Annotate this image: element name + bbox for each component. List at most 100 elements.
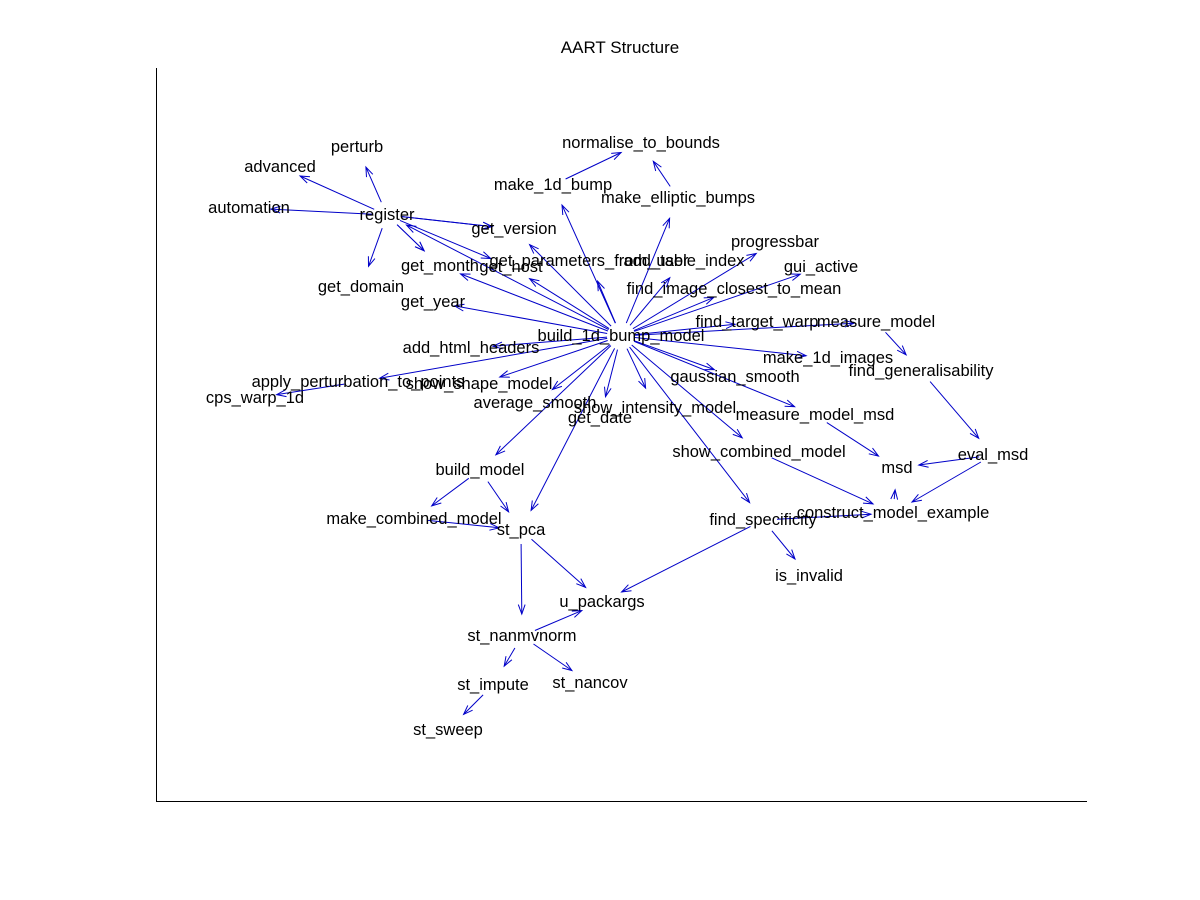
edge-build-model-to-st-pca (487, 481, 510, 514)
edge-arrowhead (298, 175, 311, 184)
edge-line (552, 344, 611, 390)
edge-build-1d-bump-model-to-find-image-closest-to-mean (633, 296, 716, 332)
edge-line (406, 224, 609, 331)
edge-st-impute-to-st-sweep (462, 694, 484, 716)
edge-arrowhead (414, 241, 426, 252)
edge-line (626, 348, 647, 389)
node-label-get-domain: get_domain (318, 278, 404, 296)
edge-st-pca-to-u-packargs (531, 538, 587, 589)
edge-line (454, 305, 608, 334)
node-label-get-month: get_month (401, 257, 479, 275)
edge-arrowhead (480, 251, 493, 260)
edge-register-to-get-host (399, 219, 493, 260)
edge-build-1d-bump-model-to-get-year (453, 303, 608, 334)
edge-line (621, 525, 751, 593)
edge-make-combined-model-to-st-pca (427, 519, 501, 531)
edge-line (487, 481, 510, 513)
edge-line (530, 348, 616, 511)
edge-arrowhead (405, 224, 417, 233)
edge-arrowhead (620, 584, 632, 593)
edge-line (531, 538, 586, 588)
node-label-construct-model-example: construct_model_example (797, 504, 990, 522)
edge-line (492, 336, 608, 347)
edge-arrowhead (844, 319, 856, 328)
edge-arrowhead (482, 221, 494, 230)
edge-build-1d-bump-model-to-show-intensity-model (626, 348, 647, 390)
edge-line (399, 219, 491, 259)
edge-line (463, 694, 484, 715)
edge-arrowhead (862, 496, 875, 505)
edge-line (499, 340, 608, 378)
node-label-automation: automation (208, 199, 290, 217)
node-label-make-elliptic-bumps: make_elliptic_bumps (601, 189, 755, 207)
edge-st-nanmvnorm-to-st-nancov (533, 643, 574, 672)
edge-arrowhead (703, 296, 716, 305)
edge-find-specificity-to-construct-model-example (776, 510, 873, 520)
node-label-st-pca: st_pca (497, 521, 546, 539)
edge-arrowhead (503, 656, 513, 668)
node-label-average-smooth: average_smooth (474, 394, 597, 412)
edge-line (771, 457, 874, 505)
edge-arrowhead (498, 370, 510, 378)
edge-line (299, 175, 375, 210)
edge-arrowhead (784, 399, 796, 408)
edge-build-1d-bump-model-to-build-model (494, 345, 612, 456)
edge-arrowhead (725, 321, 737, 330)
edge-arrowhead (786, 549, 796, 561)
edge-arrowhead (576, 578, 587, 589)
edge-find-specificity-to-is-invalid (771, 530, 796, 561)
edge-line (529, 244, 612, 327)
edge-st-nanmvnorm-to-st-impute (503, 647, 516, 668)
edge-line (918, 456, 980, 466)
edge-register-to-automation (269, 205, 374, 215)
edge-build-1d-bump-model-to-get-month (459, 273, 609, 332)
edge-line (776, 513, 872, 520)
node-label-u-packargs: u_packargs (559, 593, 644, 611)
node-label-st-nanmvnorm: st_nanmvnorm (467, 627, 576, 645)
edge-register-to-get-version (400, 216, 494, 230)
edge-build-1d-bump-model-to-get-host (528, 277, 610, 330)
edge-line (561, 204, 616, 324)
edge-line (634, 337, 807, 357)
edge-line (911, 461, 982, 503)
edge-register-to-get-month (396, 224, 426, 252)
node-label-register: register (359, 206, 415, 224)
edge-build-1d-bump-model-to-show-combined-model (631, 344, 744, 439)
edge-arrowhead (868, 447, 880, 457)
edge-line (520, 543, 523, 615)
edge-apply-perturbation-to-points-to-cps-warp-1d (275, 383, 345, 398)
edge-arrowhead (861, 510, 873, 519)
edge-build-1d-bump-model-to-measure-model-msd (633, 340, 796, 408)
edge-build-1d-bump-model-to-make-1d-bump (561, 203, 616, 324)
edge-arrowhead (491, 341, 503, 350)
edge-arrowhead (704, 362, 716, 371)
edge-build-1d-bump-model-to-gaussian-smooth (634, 340, 716, 371)
node-label-advanced: advanced (244, 158, 316, 176)
edge-line (652, 161, 671, 187)
edge-line (929, 381, 980, 439)
edge-arrowhead (378, 372, 390, 381)
edge-arrowhead (269, 205, 281, 214)
node-label-st-nancov: st_nancov (552, 674, 628, 692)
edge-arrowhead (551, 380, 563, 391)
edge-register-to-get-domain (367, 228, 383, 268)
edge-arrowhead (517, 604, 526, 616)
edge-arrowhead (896, 345, 908, 356)
edge-line (631, 344, 743, 439)
axes (156, 68, 1087, 802)
edge-build-1d-bump-model-to-make-elliptic-bumps (625, 216, 671, 324)
edge-line (460, 273, 609, 332)
node-label-msd: msd (881, 459, 912, 477)
edge-build-1d-bump-model-to-apply-perturbation-to-points (378, 337, 608, 381)
edge-line (634, 340, 715, 371)
edge-build-1d-bump-model-to-get-version (528, 243, 612, 327)
edge-arrowhead (430, 497, 442, 507)
chart-title: AART Structure (561, 38, 679, 57)
node-label-find-target-warp: find_target_warp (696, 313, 819, 331)
edge-line (634, 273, 801, 332)
edge-arrowhead (528, 243, 539, 254)
edge-st-nanmvnorm-to-u-packargs (534, 610, 584, 631)
node-label-build-1d-bump-model: build_1d_bump_model (538, 327, 705, 345)
edge-eval-msd-to-construct-model-example (910, 461, 982, 503)
